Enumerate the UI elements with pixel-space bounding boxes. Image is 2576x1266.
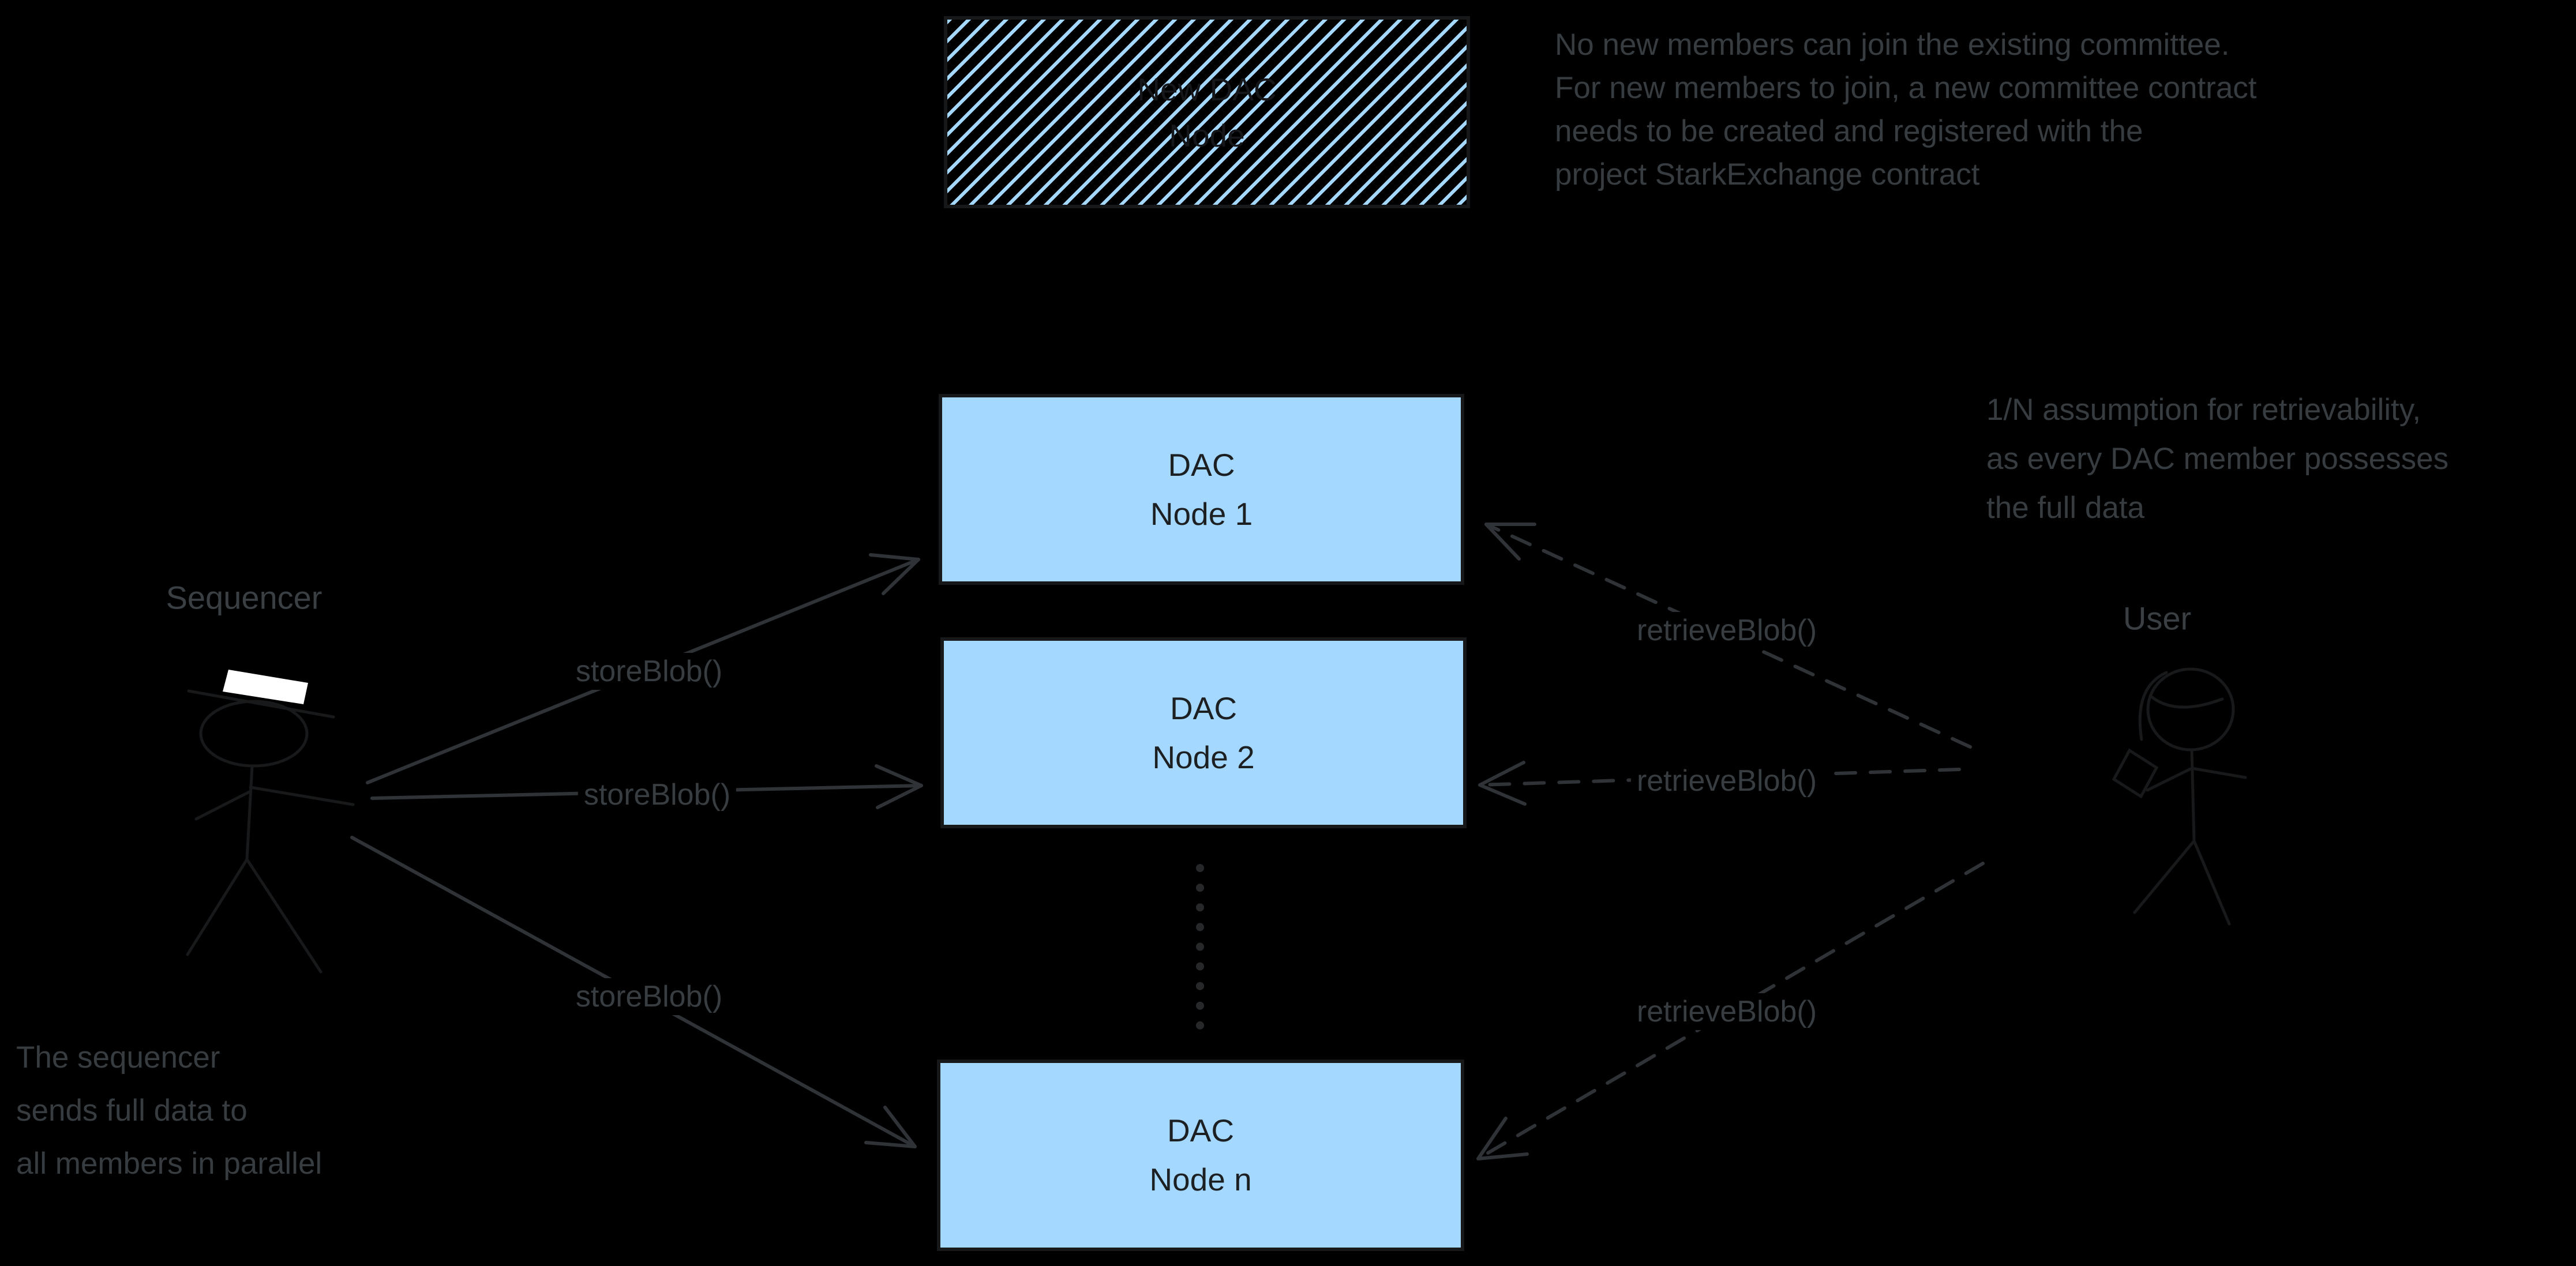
sequencer-figure [186,670,355,974]
retrieve-blob-label-1: retrieveBlob() [1630,612,1823,649]
store-blob-label-2: storeBlob() [578,776,737,813]
dac-node-2-label-line2: Node 2 [1152,739,1255,775]
user-leg-right [2192,839,2231,926]
sequencer-head [199,700,309,768]
store-blob-label-1: storeBlob() [569,653,729,690]
arrowhead [875,764,923,809]
sequencer-arm-right [249,786,355,806]
committee-note: No new members can join the existing com… [1555,23,2257,196]
retrieve-arrow-node2 [1478,761,1961,806]
arrowhead [1476,1117,1529,1160]
arrowhead [1484,523,1536,561]
dac-node-2-box: DAC Node 2 [940,637,1467,828]
retrieve-blob-label-3: retrieveBlob() [1630,993,1823,1030]
sequencer-arm-left [194,790,252,821]
user-fringe [2150,695,2224,709]
hat-crown [223,670,308,704]
new-dac-node-box: New DAC Node [944,16,1470,208]
store-blob-label-3: storeBlob() [569,978,729,1015]
dac-node-n-box: DAC Node n [937,1060,1464,1251]
user-arm-left [2146,767,2193,792]
retrievability-note-line: the full data [1986,491,2145,525]
user-label: User [2123,600,2192,637]
retrievability-note-line: as every DAC member possesses [1986,442,2449,476]
sequencer-body [245,764,254,861]
retrieve-blob-label-2: retrieveBlob() [1630,762,1823,799]
sequencer-note: The sequencer sends full data to all mem… [16,1031,322,1190]
retrieve-arrow-node1 [1484,523,1972,749]
sequencer-leg-right [245,858,323,974]
user-arm-right [2190,767,2247,779]
user-figure [2112,667,2247,926]
arrowhead [864,1106,917,1148]
dac-node-n-label-line1: DAC [1167,1113,1235,1148]
arrowhead [1478,761,1527,806]
dac-node-1-label-line2: Node 1 [1150,495,1253,532]
user-phone [2112,748,2159,799]
user-hair [2138,671,2168,741]
arrowhead [869,553,920,595]
dac-node-1-box: DAC Node 1 [939,394,1464,585]
new-dac-node-label-line2: Node [1169,117,1245,153]
sequencer-note-line: all members in parallel [16,1147,323,1181]
retrievability-note: 1/N assumption for retrievability, as ev… [1986,385,2448,532]
dac-node-2-label-line1: DAC [1169,690,1238,726]
sequencer-leg-left [186,858,249,956]
sequencer-note-line: The sequencer [16,1040,220,1075]
committee-note-line: project StarkExchange contract [1555,157,1980,191]
new-dac-node-label-line1: New DAC [1137,71,1277,107]
committee-note-line: needs to be created and registered with … [1555,114,2143,148]
sequencer-label: Sequencer [166,579,323,616]
dac-node-1-label-line1: DAC [1168,446,1235,483]
committee-note-line: No new members can join the existing com… [1555,28,2230,62]
committee-note-line: For new members to join, a new committee… [1555,71,2257,105]
retrievability-note-line: 1/N assumption for retrievability, [1986,393,2421,427]
dac-node-n-label-line2: Node n [1149,1162,1252,1197]
user-body [2190,748,2196,843]
sequencer-note-line: sends full data to [16,1094,248,1128]
user-leg-left [2133,839,2196,914]
hat-brim [187,689,335,719]
user-head [2146,667,2235,752]
